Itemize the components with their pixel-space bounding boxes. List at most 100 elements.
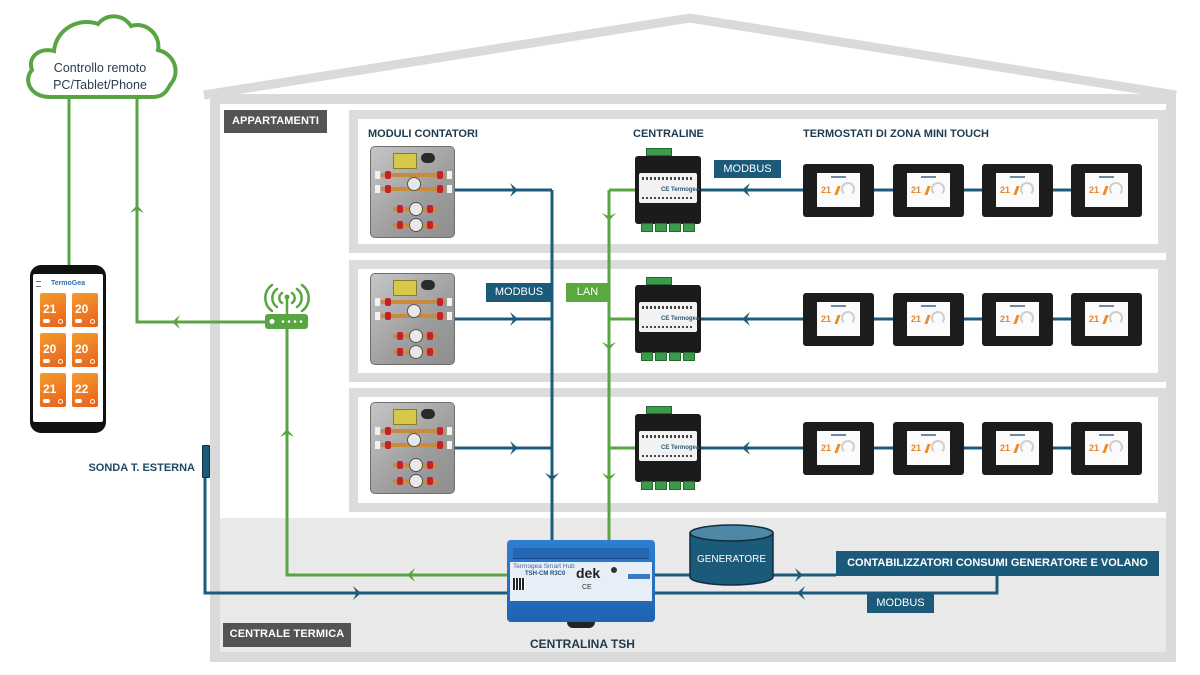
thermostat-screen[interactable]: 21 [1085, 431, 1128, 465]
terminal-block [669, 352, 681, 361]
consumption-meters-box: CONTABILIZZATORI CONSUMI GENERATORE E VO… [836, 551, 1159, 576]
generator-label: GENERATORE [696, 554, 767, 565]
meter-module [370, 273, 455, 365]
meter-dial-icon [407, 433, 421, 447]
power-icon[interactable] [90, 319, 95, 324]
thermostat-screen[interactable]: 21 [817, 431, 860, 465]
arrow-left-icon [797, 586, 805, 600]
toggle-icon[interactable] [75, 319, 82, 323]
qr-code-icon [513, 578, 525, 590]
cloud-line-2: PC/Tablet/Phone [53, 78, 147, 92]
warning-box-icon [393, 280, 417, 296]
controller-label-panel: CE Termogea [639, 302, 699, 332]
arrow-right-icon [510, 312, 518, 326]
zone-thermostat[interactable]: 21 [982, 422, 1053, 475]
gauge-icon [931, 440, 945, 454]
toggle-icon[interactable] [75, 399, 82, 403]
gauge-icon [841, 182, 855, 196]
terminal-block [683, 352, 695, 361]
toggle-icon[interactable] [43, 319, 50, 323]
modbus-meters-label: MODBUS [486, 283, 552, 302]
zone-thermostat[interactable]: 21 [803, 293, 874, 346]
terminal-block [641, 223, 653, 232]
tsh-hub: Termogea Smart Hub TSH-CM R3C0 dek CE [507, 540, 655, 628]
controller-label-panel: CE Termogea [639, 173, 699, 203]
controller-unit: CE Termogea [635, 148, 701, 232]
zone-temperature: 20 [75, 302, 89, 316]
thermostat-screen[interactable]: 21 [1085, 173, 1128, 207]
gauge-icon [1109, 311, 1123, 325]
hub-top-rail [513, 548, 649, 559]
cloud-icon [26, 14, 178, 99]
power-icon[interactable] [58, 399, 63, 404]
arrow-right-icon [510, 441, 518, 455]
zone-thermostat[interactable]: 21 [893, 164, 964, 217]
gauge-icon [841, 440, 855, 454]
thermostat-temperature: 21 [911, 443, 922, 453]
outdoor-sensor-icon [202, 445, 210, 478]
zone-tile[interactable]: 20 [72, 333, 98, 367]
hub-badge [628, 574, 650, 579]
modbus-generator-label: MODBUS [867, 594, 934, 613]
meter-dial-icon [409, 345, 423, 359]
arrow-right-icon [353, 586, 361, 600]
zone-tile[interactable]: 20 [72, 293, 98, 327]
modbus-thermostats-label: MODBUS [714, 160, 781, 178]
thermostat-temperature: 21 [911, 314, 922, 324]
gauge-icon [1020, 311, 1034, 325]
thermostat-screen[interactable]: 21 [907, 431, 950, 465]
toggle-icon[interactable] [75, 359, 82, 363]
thermostat-screen[interactable]: 21 [817, 302, 860, 336]
thermostat-screen[interactable]: 21 [907, 173, 950, 207]
zone-thermostat[interactable]: 21 [803, 164, 874, 217]
thermostat-screen[interactable]: 21 [996, 302, 1039, 336]
hub-logo: dek [576, 565, 601, 581]
power-icon[interactable] [90, 359, 95, 364]
thermostat-temperature: 21 [1000, 185, 1011, 195]
arrow-up-icon [280, 429, 294, 437]
house-walls [210, 94, 1176, 662]
controller-ce-mark: CE [661, 445, 670, 451]
zone-thermostat[interactable]: 21 [803, 422, 874, 475]
arrow-down-icon [602, 473, 616, 481]
zone-thermostat[interactable]: 21 [982, 164, 1053, 217]
zone-tile[interactable]: 21 [40, 373, 66, 407]
toggle-icon[interactable] [43, 359, 50, 363]
power-icon[interactable] [58, 359, 63, 364]
zone-tile[interactable]: 21 [40, 293, 66, 327]
zone-thermostat[interactable]: 21 [982, 293, 1053, 346]
zone-thermostat[interactable]: 21 [1071, 293, 1142, 346]
power-icon[interactable] [58, 319, 63, 324]
zone-tile[interactable]: 20 [40, 333, 66, 367]
thermostat-temperature: 21 [1000, 443, 1011, 453]
terminal-block [669, 223, 681, 232]
thermostat-screen[interactable]: 21 [1085, 302, 1128, 336]
thermostat-screen[interactable]: 21 [996, 431, 1039, 465]
zone-thermostat[interactable]: 21 [893, 422, 964, 475]
zone-thermostat[interactable]: 21 [893, 293, 964, 346]
zone-thermostat[interactable]: 21 [1071, 422, 1142, 475]
generator-cylinder-icon [689, 532, 774, 586]
terminal-block [683, 223, 695, 232]
meter-dial-icon [407, 304, 421, 318]
arrow-down-icon [602, 342, 616, 350]
meter-module [370, 146, 455, 238]
arrow-left-icon [742, 312, 750, 326]
meter-module [370, 402, 455, 494]
thermostat-screen[interactable]: 21 [996, 173, 1039, 207]
warning-box-icon [393, 153, 417, 169]
power-icon[interactable] [90, 399, 95, 404]
app-name: TermoGea [50, 280, 86, 287]
actuator-icon [421, 153, 435, 163]
terminal-block [646, 148, 672, 156]
gauge-icon [1020, 440, 1034, 454]
zone-temperature: 20 [43, 342, 57, 356]
zone-thermostat[interactable]: 21 [1071, 164, 1142, 217]
zone-tile[interactable]: 22 [72, 373, 98, 407]
toggle-icon[interactable] [43, 399, 50, 403]
thermostat-screen[interactable]: 21 [907, 302, 950, 336]
thermostat-screen[interactable]: 21 [817, 173, 860, 207]
menu-icon [36, 281, 41, 287]
